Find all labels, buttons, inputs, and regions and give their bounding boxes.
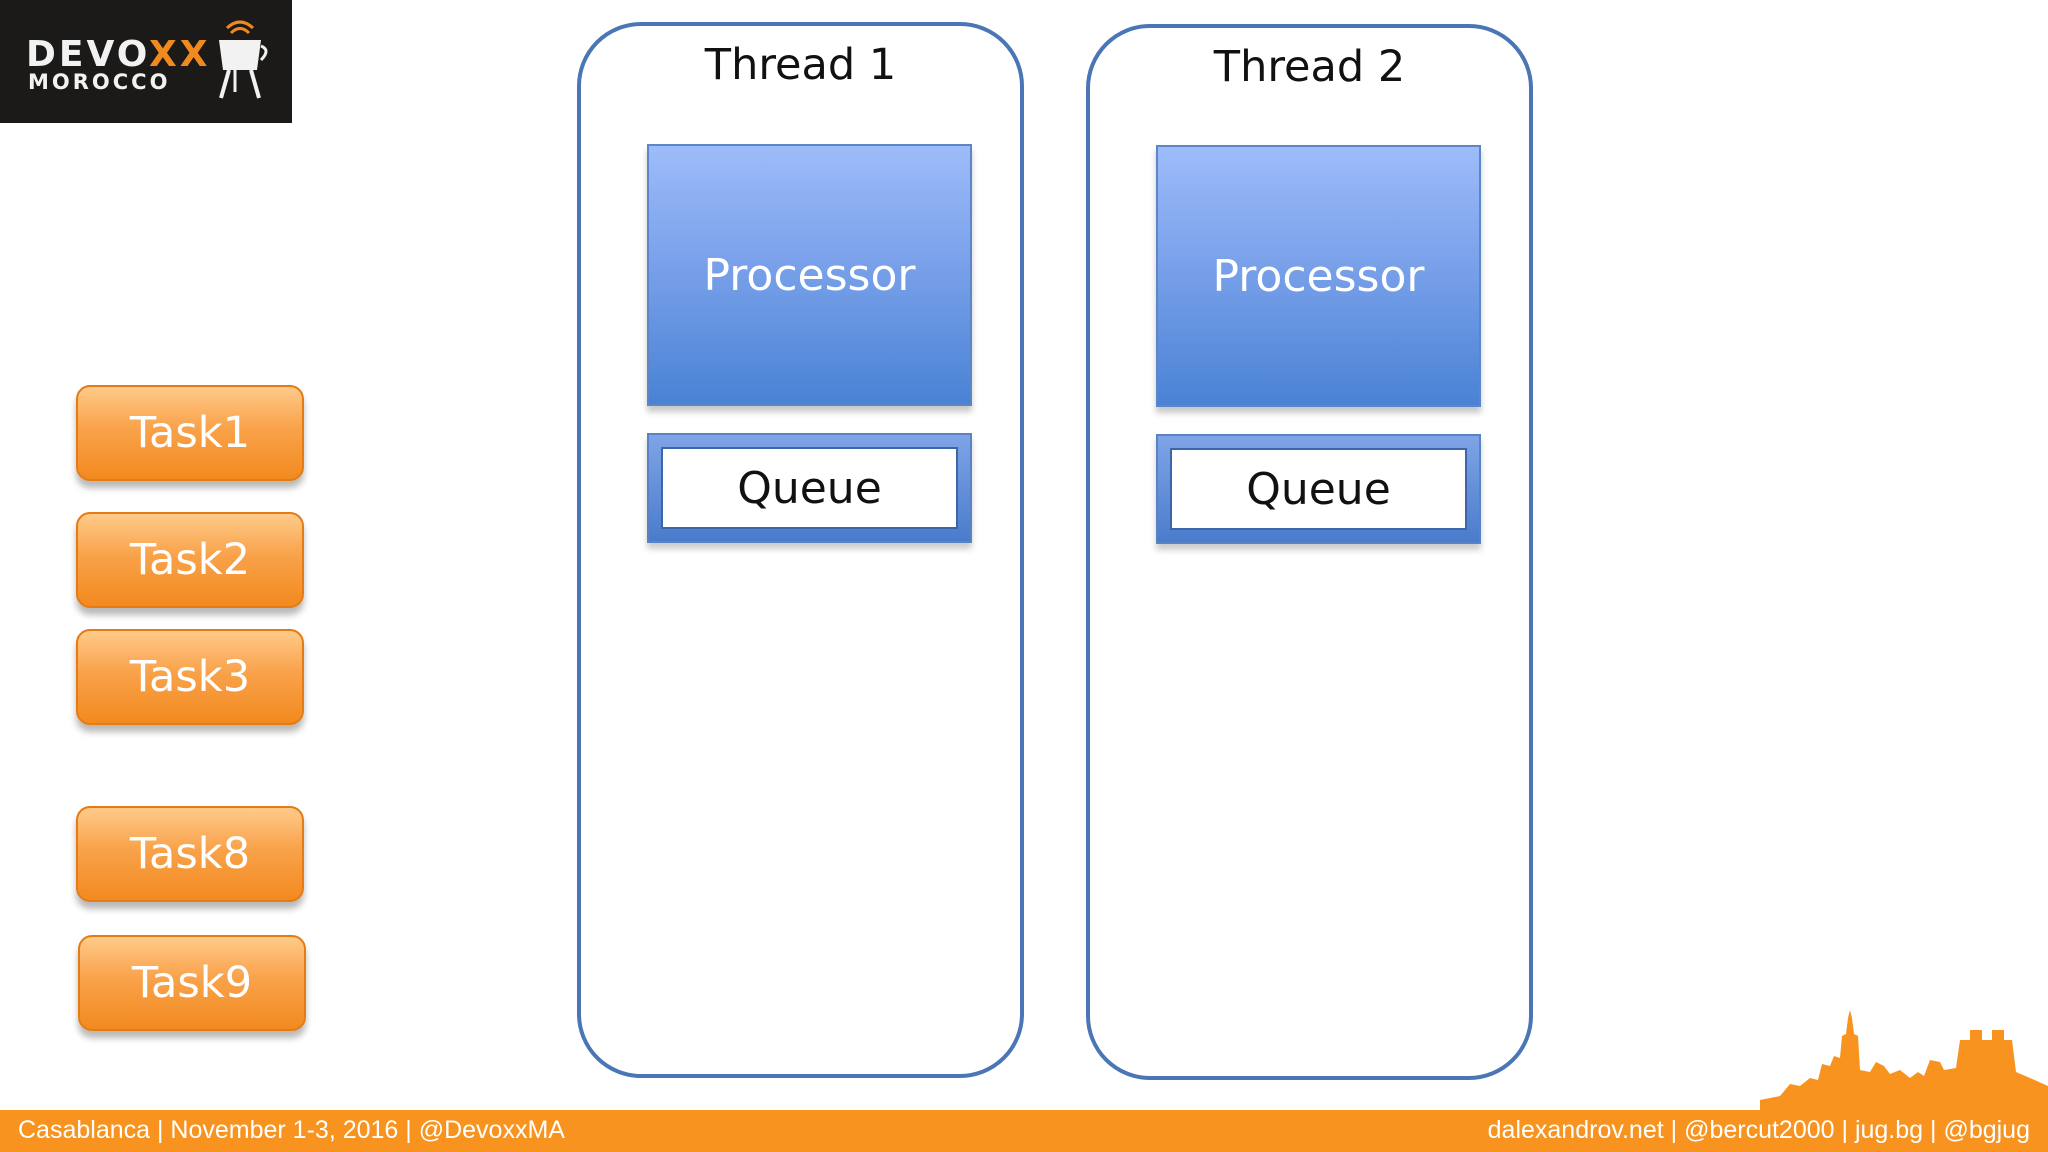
task-label: Task8 [130, 829, 250, 879]
queue-box: Queue [647, 433, 972, 543]
task-label: Task9 [132, 958, 252, 1008]
task-label: Task1 [130, 408, 250, 458]
queue-label: Queue [737, 463, 882, 514]
footer-links: dalexandrov.net | @bercut2000 | jug.bg |… [1488, 1116, 2030, 1145]
processor-box: Processor [647, 144, 972, 406]
logo-line2: MOROCCO [28, 70, 170, 94]
devoxx-morocco-logo: DEVOXX MOROCCO [0, 0, 292, 123]
queue-label: Queue [1246, 464, 1391, 515]
processor-box: Processor [1156, 145, 1481, 407]
footer-event-info: Casablanca | November 1-3, 2016 | @Devox… [18, 1116, 565, 1145]
footer-bar: Casablanca | November 1-3, 2016 | @Devox… [0, 1110, 2048, 1152]
processor-label: Processor [1213, 251, 1425, 302]
processor-label: Processor [704, 250, 916, 301]
task-block: Task1 [76, 385, 304, 481]
task-block: Task3 [76, 629, 304, 725]
task-label: Task3 [130, 652, 250, 702]
coffee-robot-icon [205, 10, 275, 105]
logo-line1: DEVOXX [26, 34, 211, 75]
thread-title: Thread 1 [581, 40, 1020, 90]
queue-box: Queue [1156, 434, 1481, 544]
casablanca-skyline-icon [1760, 1000, 2048, 1112]
task-label: Task2 [130, 535, 250, 585]
task-block: Task9 [78, 935, 306, 1031]
task-block: Task2 [76, 512, 304, 608]
task-block: Task8 [76, 806, 304, 902]
thread-title: Thread 2 [1090, 42, 1529, 92]
